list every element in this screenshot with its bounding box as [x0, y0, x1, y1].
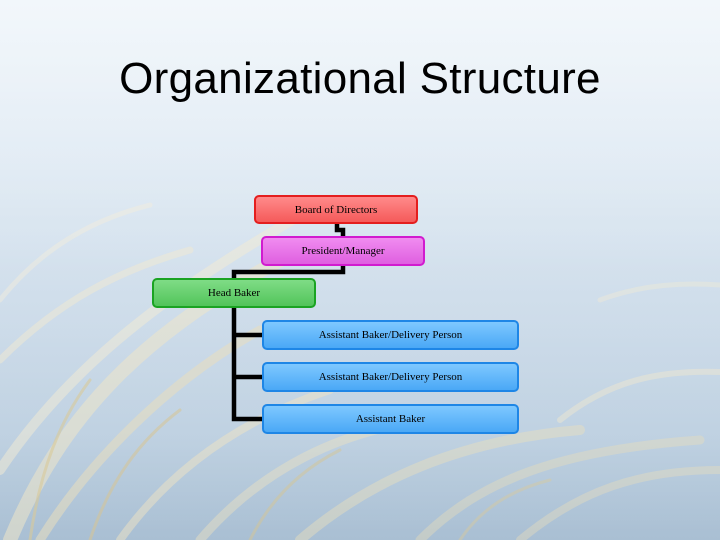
node-assistant-1-label: Assistant Baker/Delivery Person	[318, 329, 463, 341]
node-assistant-baker-delivery-1: Assistant Baker/Delivery Person	[262, 320, 519, 350]
slide-title: Organizational Structure	[119, 54, 601, 103]
node-board-label: Board of Directors	[294, 203, 378, 216]
node-assistant-baker: Assistant Baker	[262, 404, 519, 434]
node-assistant-baker-delivery-2: Assistant Baker/Delivery Person	[262, 362, 519, 392]
node-president-label: President/Manager	[301, 245, 385, 257]
node-board-of-directors: Board of Directors	[254, 195, 418, 224]
connector-board-to-president	[334, 221, 346, 239]
connector-president-to-head-baker	[231, 263, 346, 281]
node-assistant-2-label: Assistant Baker/Delivery Person	[318, 371, 463, 383]
node-head-baker-label: Head Baker	[207, 287, 261, 299]
node-assistant-3-label: Assistant Baker	[355, 413, 426, 425]
connector-head-baker-to-assistants	[231, 305, 265, 422]
node-president-manager: President/Manager	[261, 236, 425, 266]
node-head-baker: Head Baker	[152, 278, 316, 308]
